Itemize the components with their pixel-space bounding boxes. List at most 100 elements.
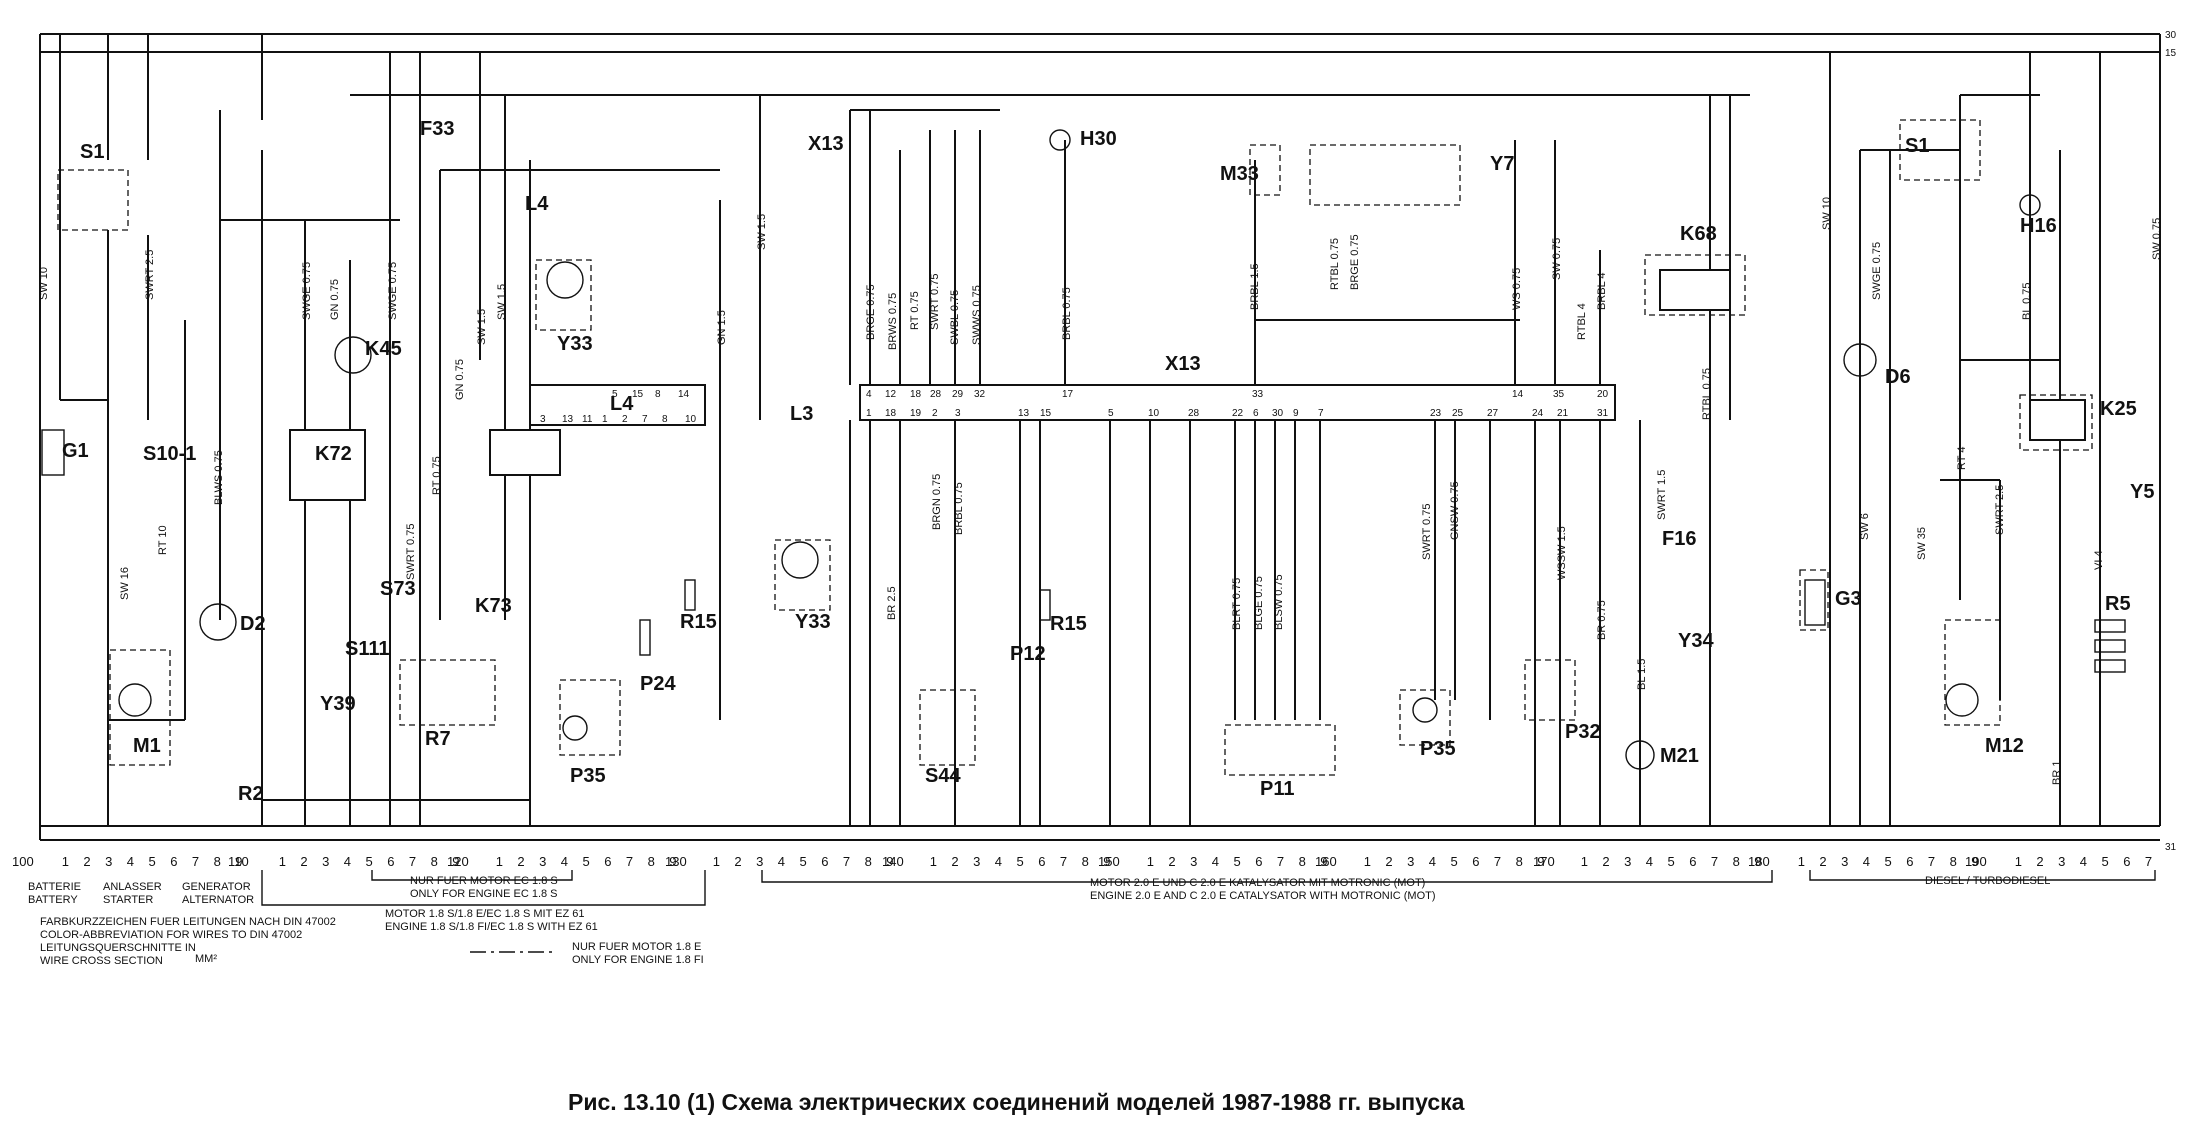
mot-note-en: ENGINE 2.0 E AND C 2.0 E CATALYSATOR WIT… xyxy=(1090,890,1436,902)
mot-note-de: MOTOR 2.0 E UND C 2.0 E KATALYSATOR MIT … xyxy=(1090,877,1425,889)
k53-top-pin: 8 xyxy=(655,389,661,400)
rail-30-label: 30 xyxy=(2165,30,2177,41)
scale-minor-label: 5 xyxy=(149,854,156,869)
r15-label-2: R15 xyxy=(1050,613,1087,635)
scale-minor-label: 2 xyxy=(1819,854,1826,869)
wire-label: SW 6 xyxy=(1859,513,1871,540)
scale-minor-label: 6 xyxy=(170,854,177,869)
k61-bottom-pin: 22 xyxy=(1232,408,1244,419)
wire-label: SWWS 0.75 xyxy=(971,285,983,345)
k61-bottom-pin: 30 xyxy=(1272,408,1284,419)
d6-alternator-symbol xyxy=(1843,343,1877,377)
wire-label: SWRT 2.5 xyxy=(1994,485,2006,535)
d2-label: D2 xyxy=(240,613,266,635)
scale-minor-label: 1 xyxy=(1798,854,1805,869)
scale-minor-label: 1 xyxy=(2015,854,2022,869)
g3-battery-symbol xyxy=(1804,579,1826,626)
scale-major-label: 170 xyxy=(1533,854,1555,869)
scale-minor-label: 2 xyxy=(300,854,307,869)
y33-valve-symbol-2 xyxy=(781,541,819,579)
k61-bottom-pin: 27 xyxy=(1487,408,1499,419)
fi-note-de: NUR FUER MOTOR 1.8 E xyxy=(572,941,701,953)
x13-label: X13 xyxy=(808,133,844,155)
k61-top-pin: 20 xyxy=(1597,389,1609,400)
scale-minor-label: 8 xyxy=(1733,854,1740,869)
scale-minor-label: 6 xyxy=(1689,854,1696,869)
s73-label: S73 xyxy=(380,578,416,600)
r15-resistor-symbol-2 xyxy=(1039,589,1051,621)
wire-label: BRGE 0.75 xyxy=(1349,234,1361,290)
wire-label: BR 1 xyxy=(2051,761,2063,785)
r5-resistor-symbol xyxy=(2094,659,2126,673)
m33-label: M33 xyxy=(1220,163,1259,185)
scale-minor-label: 6 xyxy=(1038,854,1045,869)
y33-label-2: Y33 xyxy=(795,611,831,633)
scale-minor-label: 1 xyxy=(1581,854,1588,869)
scale-minor-label: 7 xyxy=(2145,854,2152,869)
wire-label: SWGE 0.75 xyxy=(301,262,313,320)
scale-minor-label: 1 xyxy=(1147,854,1154,869)
k53-bottom-pin: 7 xyxy=(642,414,648,425)
wire-label: BRBL 4 xyxy=(1596,272,1608,310)
s44-label: S44 xyxy=(925,765,961,787)
ez-bracket xyxy=(261,870,706,906)
scale-minor-label: 7 xyxy=(192,854,199,869)
scale-minor-label: 9 xyxy=(235,854,242,869)
scale-major-label: 130 xyxy=(665,854,687,869)
s10-label: S10-1 xyxy=(143,443,196,465)
scale-minor-label: 4 xyxy=(995,854,1002,869)
y33-label: Y33 xyxy=(557,333,593,355)
k61-bottom-pin: 9 xyxy=(1293,408,1299,419)
r5-resistor-symbol xyxy=(2094,639,2126,653)
scale-minor-label: 9 xyxy=(1103,854,1110,869)
wire-label: BRWS 0.75 xyxy=(887,293,899,350)
bottom-group-labels: BATTERIE BATTERY ANLASSER STARTER GENERA… xyxy=(28,870,2156,966)
scale-minor-label: 7 xyxy=(626,854,633,869)
wire-label: RT 0.75 xyxy=(431,456,443,495)
wire-label: VI 4 xyxy=(2093,550,2105,570)
wire-label: SWRT 0.75 xyxy=(929,274,941,330)
scale-minor-label: 6 xyxy=(2123,854,2130,869)
k61-bottom-pin: 5 xyxy=(1108,408,1114,419)
wires-right xyxy=(1829,34,2161,826)
scale-minor-label: 8 xyxy=(865,854,872,869)
k61-bottom-pin: 19 xyxy=(910,408,922,419)
scale-minor-label: 5 xyxy=(583,854,590,869)
p35-label-2: P35 xyxy=(1420,738,1456,760)
scale-minor-label: 3 xyxy=(1407,854,1414,869)
k61-bottom-pin: 6 xyxy=(1253,408,1259,419)
ez-note-de: MOTOR 1.8 S/1.8 E/EC 1.8 S MIT EZ 61 xyxy=(385,908,585,920)
wire-label: BRBL 0.75 xyxy=(1061,287,1073,340)
scale-minor-label: 8 xyxy=(1950,854,1957,869)
ec-note-en: ONLY FOR ENGINE EC 1.8 S xyxy=(410,888,558,900)
k61-bottom-pin: 28 xyxy=(1188,408,1200,419)
wire-label: GN 1.5 xyxy=(716,310,728,345)
wire-label: BL 0.75 xyxy=(2021,282,2033,320)
wire-label: WS 0.75 xyxy=(1511,268,1523,310)
k61-top-pin: 32 xyxy=(974,389,986,400)
wire-label: SW 1.5 xyxy=(756,214,768,250)
wire-label: BLWS 0.75 xyxy=(213,450,225,505)
scale-minor-label: 2 xyxy=(951,854,958,869)
wire-label: RT 0.75 xyxy=(909,291,921,330)
scale-minor-label: 3 xyxy=(973,854,980,869)
k61-bottom-pin: 7 xyxy=(1318,408,1324,419)
scale-minor-label: 5 xyxy=(800,854,807,869)
wire-label: GN 0.75 xyxy=(329,279,341,320)
scale-minor-label: 5 xyxy=(2102,854,2109,869)
k53-bottom-pin: 2 xyxy=(622,414,628,425)
scale-minor-label: 4 xyxy=(1863,854,1870,869)
diesel-note: DIESEL / TURBODIESEL xyxy=(1925,875,2050,887)
g1-battery-symbol xyxy=(41,429,65,476)
k53-bottom-pin: 10 xyxy=(685,414,697,425)
scale-minor-label: 1 xyxy=(1364,854,1371,869)
k61-bottom-pin: 25 xyxy=(1452,408,1464,419)
s1-label: S1 xyxy=(80,141,104,163)
rail-31-label: 31 xyxy=(2165,842,2177,853)
wire-label: SWBL 0.75 xyxy=(949,290,961,345)
k61-bottom-pin: 13 xyxy=(1018,408,1030,419)
wire-label: BLSW 0.75 xyxy=(1273,574,1285,630)
k61-top-pin: 33 xyxy=(1252,389,1264,400)
k61-connector: X13 4 12 18 28 29 32 17 33 14 35 20 1 18… xyxy=(859,353,1616,421)
